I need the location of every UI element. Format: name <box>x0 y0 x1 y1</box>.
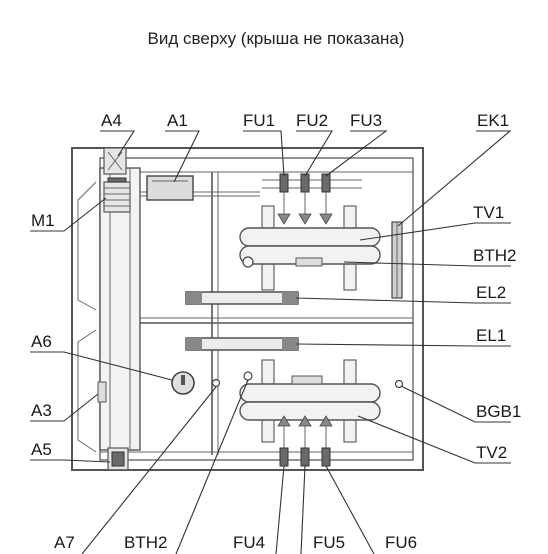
a3-element <box>97 381 107 403</box>
label-fu6: FU6 <box>385 533 417 552</box>
a6-round-element <box>171 371 195 395</box>
tv1-transformer <box>239 205 381 291</box>
bth2-bottom-sensor <box>243 371 253 381</box>
el2-lamp <box>185 291 299 305</box>
label-a1: A1 <box>167 111 188 130</box>
label-a7: A7 <box>54 533 75 552</box>
a5-element <box>107 447 129 471</box>
left-duct <box>77 167 141 453</box>
label-bgb1: BGB1 <box>476 402 521 421</box>
m1-motor <box>103 177 131 213</box>
ek1-heater <box>391 221 403 299</box>
label-el2: EL2 <box>476 283 506 302</box>
fu1-fu3-fuses <box>262 173 362 225</box>
label-fu5: FU5 <box>313 533 345 552</box>
label-ek1: EK1 <box>477 111 509 130</box>
bgb1-element <box>394 379 404 389</box>
a7-element <box>211 378 221 388</box>
el1-lamp <box>185 337 299 351</box>
tv2-transformer <box>239 359 381 443</box>
diagram-title: Вид сверху (крыша не показана) <box>148 29 405 48</box>
leader-lines <box>30 130 512 554</box>
label-tv2: TV2 <box>476 443 507 462</box>
label-a6: A6 <box>31 332 52 351</box>
label-fu2: FU2 <box>296 111 328 130</box>
label-bth2-bottom: BTH2 <box>124 533 167 552</box>
label-el1: EL1 <box>476 326 506 345</box>
label-a5: A5 <box>31 440 52 459</box>
label-a3: A3 <box>31 401 52 420</box>
label-fu4: FU4 <box>233 533 265 552</box>
a1-block <box>146 175 194 201</box>
label-bth2-top: BTH2 <box>473 246 516 265</box>
label-fu3: FU3 <box>350 111 382 130</box>
fu4-fu6-fuses <box>262 415 362 467</box>
label-a4: A4 <box>101 111 122 130</box>
label-m1: M1 <box>31 211 55 230</box>
label-tv1: TV1 <box>473 203 504 222</box>
a4-fan-housing <box>103 147 127 175</box>
label-fu1: FU1 <box>243 111 275 130</box>
